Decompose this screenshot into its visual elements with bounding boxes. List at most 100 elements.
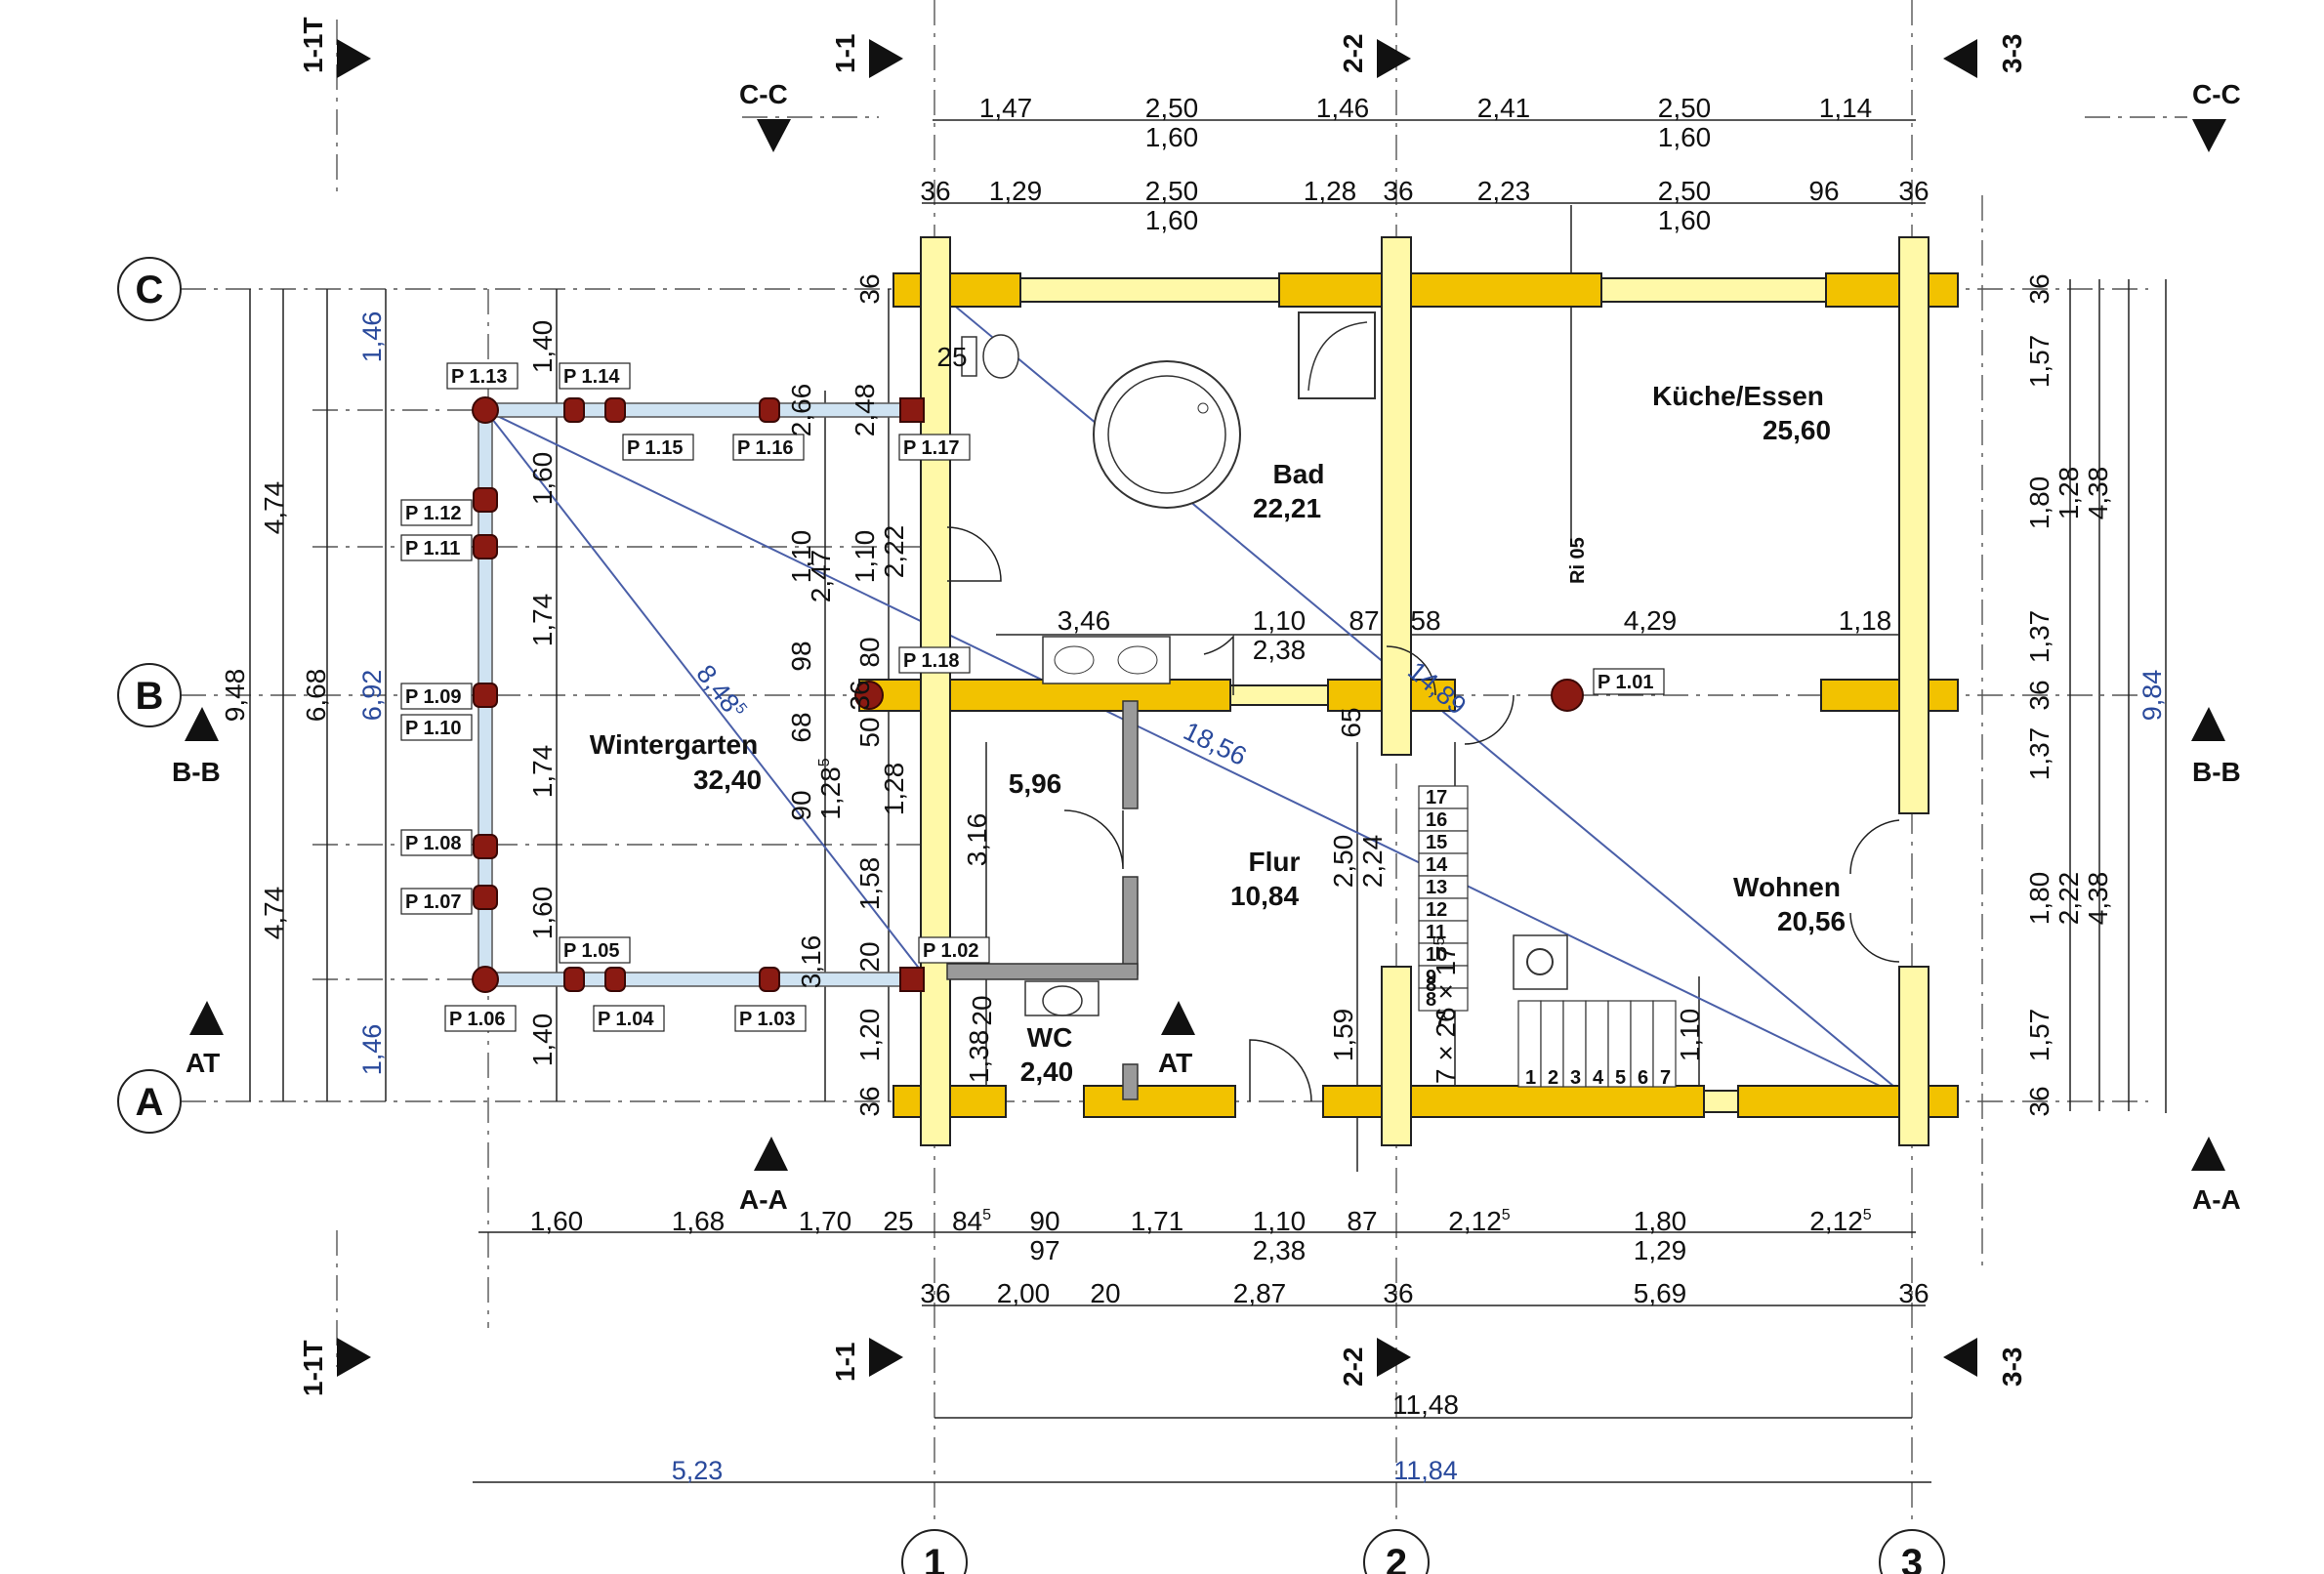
dim-center: 1,18 [1839,605,1892,636]
section-a-a-left: A-A [739,1184,788,1215]
stair-step-number: 9 [1426,967,1436,988]
post-label: P 1.18 [903,650,959,672]
room-wohnen-area: 20,56 [1777,906,1846,936]
section-1-1t-top: 1-1T [298,17,328,73]
dim-top1b: 1,60 [1658,122,1712,152]
dim-right3: 4,38 [2083,467,2113,520]
post-label-box [593,1005,665,1032]
stair-step-number: 7 [1660,1067,1671,1089]
post-label: P 1.14 [563,366,620,388]
dim-left-inner: 1,60 [527,452,558,506]
dim-bot1: 25 [883,1206,913,1236]
dim-mid: 36 [845,680,875,710]
dim-mid: 2,66 [786,384,816,437]
dim-mid: 1,10 [786,530,816,584]
dim-top1: 2,41 [1477,93,1531,123]
post-label: P 1.08 [405,833,461,854]
dim-mid: 20 [854,941,885,972]
dim-mid: 3,16 [796,935,826,989]
dim-mid: 1,20 [854,1009,885,1062]
dim-left-mid: 6,68 [301,669,331,723]
dim-right3: 4,38 [2083,872,2113,926]
post-label-box [898,646,971,674]
room-flur-area: 10,84 [1230,881,1299,911]
post-label: P 1.09 [405,686,461,708]
room-flur-name: Flur [1249,847,1301,877]
dim-top2b: 1,60 [1658,205,1712,235]
dim-center: 1,59 [1328,1009,1358,1062]
dim-top1: 2,50 [1658,93,1712,123]
dim-top2: 2,50 [1658,176,1712,206]
dim-left-outer: 4,74 [259,887,289,940]
post-label: P 1.04 [598,1009,654,1030]
dim-right2: 1,28 [2054,467,2084,520]
room-wintergarten-name: Wintergarten [590,729,758,760]
section-1-1t-bottom: 1-1T [298,1340,328,1396]
dim-left-inner: 1,40 [527,320,558,374]
dim-mid: 1,38 [964,1030,994,1084]
dim-center: 25 [936,342,967,372]
dim-mid: 80 [854,637,885,667]
stair-step-number: 1 [1525,1067,1536,1089]
post-label: P 1.02 [923,940,978,962]
dim-mid: 2,48 [850,384,880,437]
dim-top2: 1,28 [1304,176,1357,206]
post-label: P 1.12 [405,503,461,524]
dim-left-inner: 1,40 [527,1014,558,1067]
dim-center: 58 [1410,605,1440,636]
stair-step-number: 2 [1548,1067,1558,1089]
dim-right1: 1,57 [2024,1009,2054,1062]
post-label-box [400,534,473,561]
dim-top1: 1,46 [1316,93,1370,123]
dim-top2: 36 [920,176,950,206]
dim-mid: 1,10 [850,530,880,584]
walls [858,236,1959,1146]
post-label-box [400,499,473,526]
post-label-box [559,362,631,390]
dim-top1b: 1,60 [1145,122,1199,152]
stair-step [1418,987,1469,1012]
dim-bot1: 1,71 [1131,1206,1184,1236]
dim-right1: 36 [2024,273,2054,304]
stair-step-number: 3 [1570,1067,1581,1089]
dim-right1: 1,57 [2024,335,2054,389]
section-b-b-left: B-B [172,757,221,787]
dim-right1: 1,37 [2024,727,2054,781]
posts [472,396,1584,993]
stair-step-number: 12 [1426,899,1447,921]
section-markers: 1-1T 1-1 2-2 3-3 1-1T 1-1 2-2 3-3 C-C C-… [172,17,2241,1396]
dim-top2: 36 [1898,176,1929,206]
shower-icon [1298,311,1376,399]
dim-right1: 1,80 [2024,872,2054,926]
axis-col-2: 2 [1386,1542,1407,1574]
stair-step-number: 5 [1615,1067,1626,1089]
dim-mid: 98 [786,641,816,671]
dim-bot1: 1,80 [1634,1206,1687,1236]
dim-bot1: 2,125 [1448,1206,1511,1236]
dim-center: 2,50 [1328,835,1358,889]
dim-left-blue: 6,92 [357,670,387,722]
dim-bot2: 36 [1383,1278,1413,1308]
dim-center: 2,38 [1253,635,1307,665]
dim-bot2: 36 [920,1278,950,1308]
dim-mid: 2,47 [806,550,836,603]
dim-bot1: 87 [1347,1206,1377,1236]
post-label: P 1.15 [627,437,683,459]
fixtures [946,311,1900,1102]
dim-mid: 20 [967,995,997,1025]
dim-bot2: 36 [1898,1278,1929,1308]
dim-right1: 36 [2024,680,2054,710]
dim-center: 2,24 [1357,835,1388,889]
dim-right1: 1,80 [2024,476,2054,530]
dim-right2: 2,22 [2054,872,2084,926]
post-label-box [444,1005,517,1032]
post-label-box [400,888,473,915]
dim-top1: 1,47 [979,93,1033,123]
dim-center: 1,10 [1253,605,1307,636]
dim-total-11-84: 11,84 [1393,1456,1458,1485]
stair-step-number: 10 [1426,944,1447,966]
stair-step-number: 4 [1593,1067,1604,1089]
